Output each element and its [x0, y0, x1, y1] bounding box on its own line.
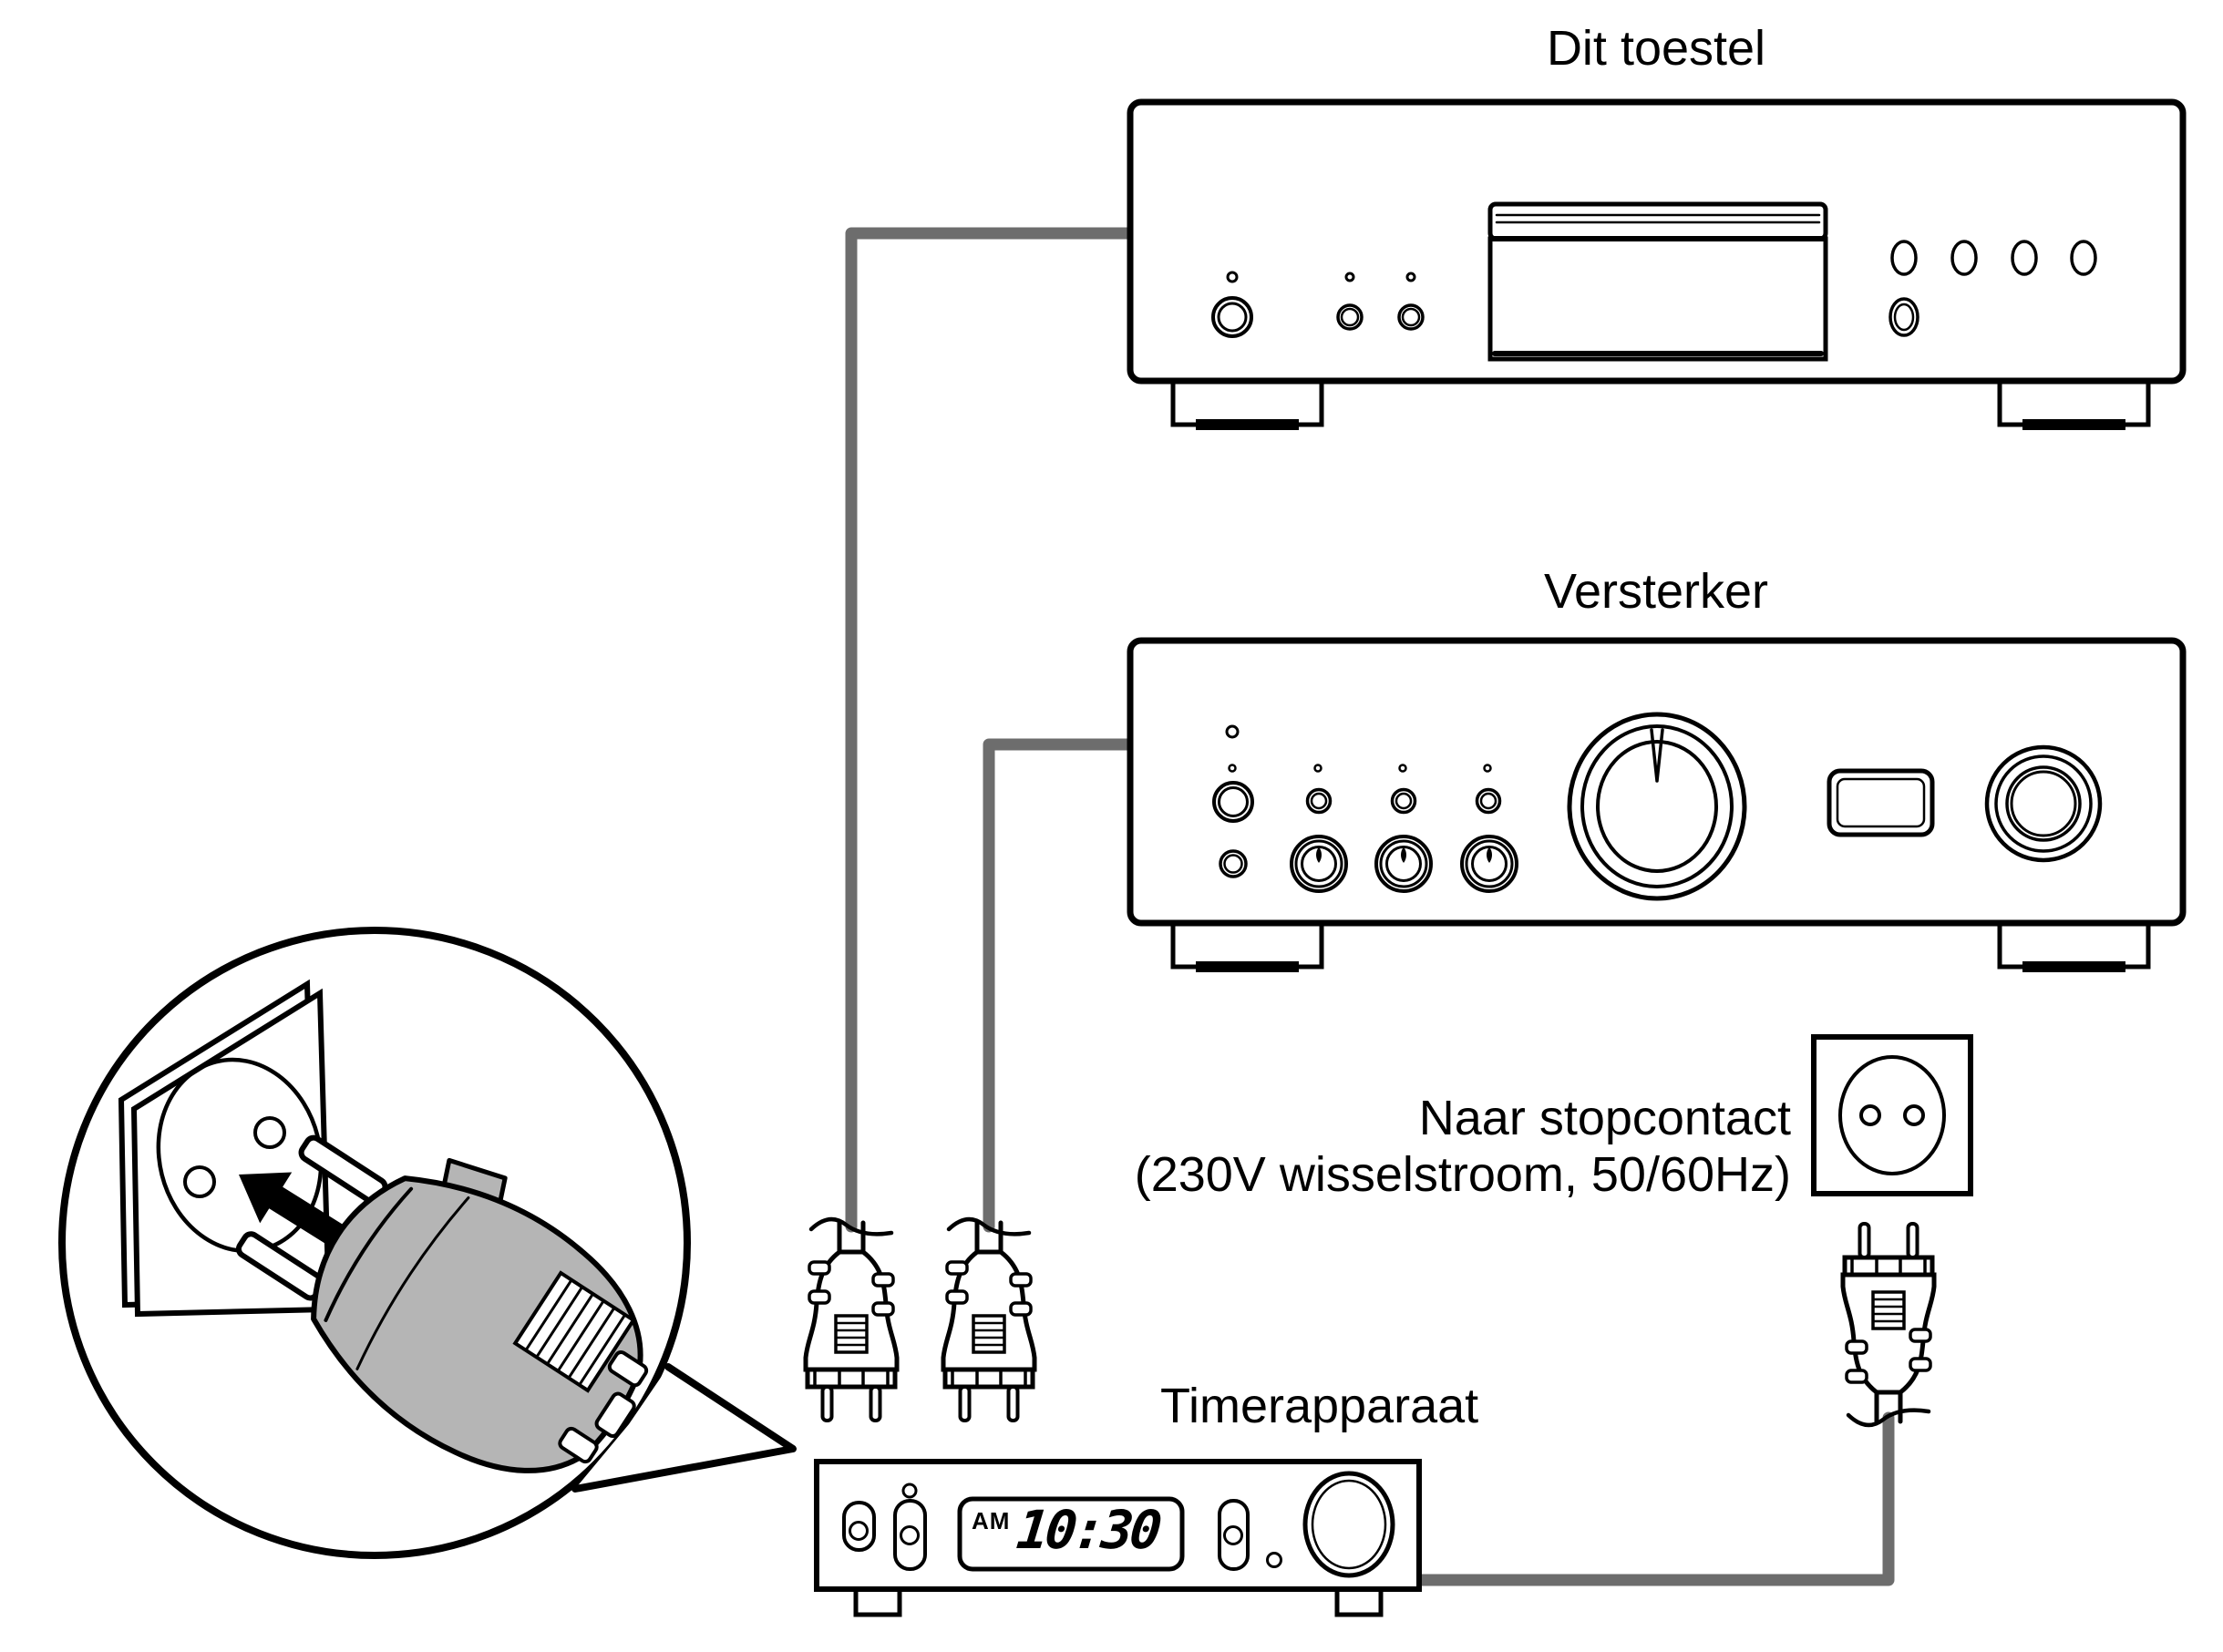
- cd-transport-buttons: [1890, 240, 2097, 276]
- callout-socket-plate: [118, 979, 333, 1318]
- callout-tail: [571, 1363, 797, 1493]
- power-cable-amp-icon: [983, 738, 1139, 1233]
- amp-input-knob: [1984, 744, 2103, 863]
- cd-eject-button: [1889, 297, 1919, 337]
- label-outlet-line1: Naar stopcontact: [1418, 1091, 1791, 1145]
- timer-meridiem-text: AM: [972, 1507, 1011, 1534]
- wall-outlet-icon: [1811, 1034, 1973, 1196]
- cd-led-2: [1344, 272, 1355, 282]
- timer-small-led: [1266, 1552, 1282, 1568]
- label-amplifier: Versterker: [1543, 564, 1769, 619]
- cd-disc-tray: [1487, 201, 1828, 362]
- amp-tone-knobs: [1290, 835, 1518, 893]
- amp-indicator-leds: [1228, 764, 1492, 773]
- power-cable-cd-icon: [845, 227, 1139, 1233]
- timer-slider-2: [893, 1499, 927, 1571]
- mains-plug-cd-icon: [806, 1219, 897, 1421]
- label-timer: Timerapparaat: [1160, 1379, 1479, 1433]
- cd-led-3: [1405, 272, 1416, 282]
- timer-feet: [853, 1586, 1384, 1617]
- timer-slider-3: [1218, 1499, 1250, 1571]
- cd-player-illustration: [1127, 98, 2187, 430]
- amp-headphone-jack: [1219, 849, 1248, 878]
- label-outlet: Naar stopcontact (230V wisselstroom, 50/…: [1062, 1090, 1791, 1203]
- label-top-device: Dit toestel: [1546, 21, 1766, 76]
- power-cable-timer-icon: [1408, 1411, 1895, 1586]
- timer-knob: [1302, 1471, 1395, 1578]
- amp-small-buttons: [1305, 787, 1502, 815]
- timer-time-text: 10:30: [1014, 1499, 1162, 1561]
- timer-led: [901, 1483, 918, 1499]
- cd-power-led: [1226, 271, 1239, 283]
- cd-small-button-1: [1336, 303, 1364, 331]
- amp-volume-knob: [1567, 712, 1747, 901]
- callout-insert-arrow-icon: [239, 1172, 350, 1250]
- timer-illustration: [814, 1459, 1422, 1617]
- amplifier-illustration: [1127, 637, 2187, 972]
- amp-display-window: [1827, 768, 1935, 837]
- timer-clock-display: [957, 1496, 1185, 1572]
- mains-plug-amp-icon: [943, 1219, 1034, 1421]
- mains-plug-timer-icon: [1843, 1224, 1934, 1425]
- callout-bubble: [58, 927, 797, 1559]
- callout-mains-plug-icon: [235, 1134, 649, 1473]
- cd-power-button: [1211, 296, 1253, 338]
- timer-slider-1: [842, 1501, 876, 1552]
- amp-power-led: [1225, 724, 1240, 739]
- amp-power-button: [1212, 781, 1254, 823]
- cd-small-button-2: [1397, 303, 1425, 331]
- cd-player-feet: [1170, 378, 2151, 430]
- amplifier-feet: [1170, 920, 2151, 972]
- label-outlet-line2: (230V wisselstroom, 50/60Hz): [1134, 1147, 1791, 1202]
